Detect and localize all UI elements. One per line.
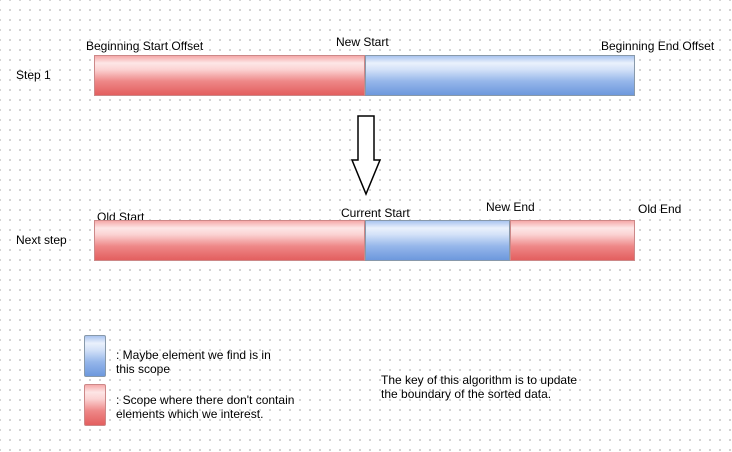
- legend-candidate-text: : Maybe element we find is in this scope: [116, 348, 271, 376]
- legend-excluded-swatch: [84, 384, 106, 426]
- current-start-label: Current Start: [341, 206, 410, 220]
- step1-excluded-segment: [94, 55, 365, 96]
- new-end-label: New End: [486, 200, 535, 214]
- old-end-label: Old End: [638, 202, 682, 216]
- step1-candidate-segment: [365, 55, 635, 96]
- legend-candidate-swatch: [84, 335, 106, 377]
- legend-excluded-text: : Scope where there don't contain elemen…: [116, 393, 295, 421]
- next-step-candidate-segment: [365, 220, 510, 261]
- next-step-row-label: Next step: [16, 233, 67, 247]
- down-arrow-icon: [350, 115, 382, 196]
- beginning-end-offset-label: Beginning End Offset: [601, 39, 715, 53]
- step1-row-label: Step 1: [16, 68, 51, 82]
- new-start-label: New Start: [336, 35, 389, 49]
- beginning-start-offset-label: Beginning Start Offset: [86, 39, 204, 53]
- next-step-excluded-right-segment: [510, 220, 635, 261]
- algorithm-note: The key of this algorithm is to update t…: [381, 373, 578, 401]
- next-step-excluded-left-segment: [94, 220, 365, 261]
